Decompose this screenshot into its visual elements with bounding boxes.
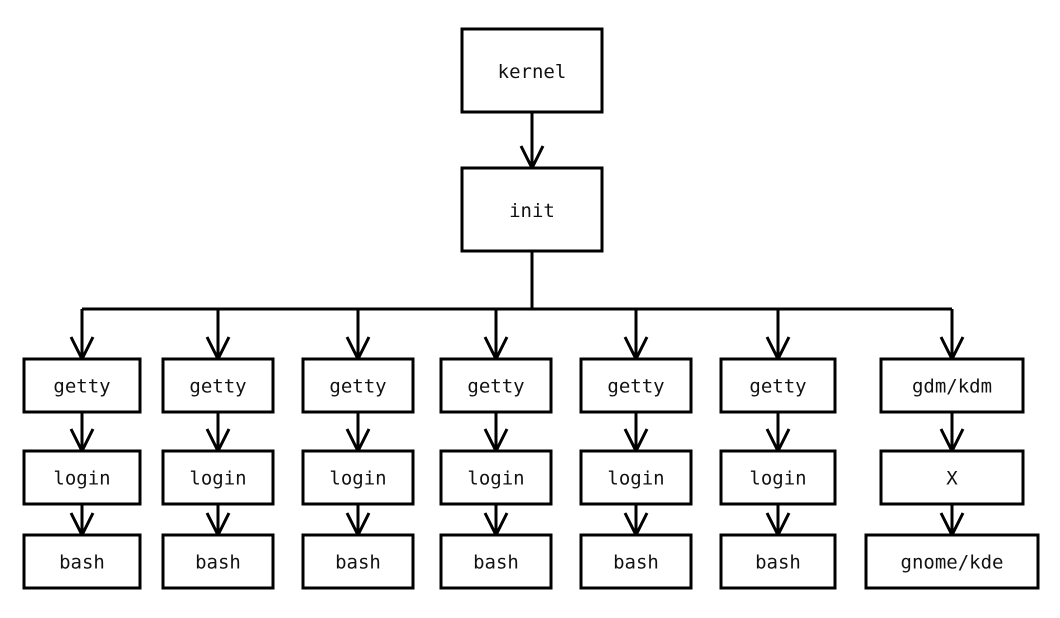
arrow-branch-1-1-to-2 xyxy=(69,412,95,455)
node-box xyxy=(301,533,415,590)
arrow-bus-to-branch-6 xyxy=(765,309,791,363)
node-branch-5-1: getty xyxy=(579,357,693,414)
node-box xyxy=(22,533,142,590)
node-branch-4-1: getty xyxy=(439,357,553,414)
node-label: login xyxy=(53,468,110,490)
node-init-label: init xyxy=(509,200,555,222)
arrow-branch-4-1-to-2 xyxy=(483,412,509,455)
node-branch-6-3: bash xyxy=(719,533,837,590)
node-box xyxy=(579,449,693,506)
node-branch-6-1: getty xyxy=(719,357,837,414)
arrow-branch-4-2-to-3 xyxy=(483,504,509,539)
node-kernel-box xyxy=(460,27,604,114)
arrow-kernel-to-init xyxy=(519,112,545,172)
node-box xyxy=(22,357,142,414)
node-box xyxy=(301,449,415,506)
node-label: getty xyxy=(189,376,246,398)
node-branch-5-2: login xyxy=(579,449,693,506)
node-box xyxy=(22,449,142,506)
node-branch-4-3: bash xyxy=(439,533,553,590)
node-box xyxy=(864,533,1040,590)
arrow-bus-to-branch-3 xyxy=(345,309,371,363)
node-branch-7-1: gdm/kdm xyxy=(879,357,1025,414)
arrow-branch-6-2-to-3 xyxy=(765,504,791,539)
node-box xyxy=(879,357,1025,414)
node-box xyxy=(161,533,275,590)
node-box xyxy=(579,533,693,590)
arrow-bus-to-branch-5 xyxy=(623,309,649,363)
node-label: gnome/kde xyxy=(901,552,1004,574)
node-branch-7-2: X xyxy=(879,449,1025,506)
node-label: login xyxy=(607,468,664,490)
node-label: login xyxy=(329,468,386,490)
node-branch-3-2: login xyxy=(301,449,415,506)
node-branch-1-1: getty xyxy=(22,357,142,414)
node-label: login xyxy=(749,468,806,490)
node-box xyxy=(719,449,837,506)
node-label: bash xyxy=(473,552,519,574)
node-box xyxy=(161,357,275,414)
arrow-bus-to-branch-4 xyxy=(483,309,509,363)
node-label: getty xyxy=(329,376,386,398)
arrow-branch-2-2-to-3 xyxy=(205,504,231,539)
node-box xyxy=(439,449,553,506)
node-branch-2-1: getty xyxy=(161,357,275,414)
arrow-bus-to-branch-2 xyxy=(205,309,231,363)
node-label: gdm/kdm xyxy=(912,376,992,398)
arrow-branch-7-2-to-3 xyxy=(939,504,965,539)
node-label: bash xyxy=(335,552,381,574)
node-branch-1-2: login xyxy=(22,449,142,506)
node-box xyxy=(719,357,837,414)
node-branch-1-3: bash xyxy=(22,533,142,590)
arrow-branch-5-2-to-3 xyxy=(623,504,649,539)
arrow-branch-1-2-to-3 xyxy=(69,504,95,539)
node-branch-4-2: login xyxy=(439,449,553,506)
arrow-bus-to-branch-7 xyxy=(939,309,965,363)
node-label: bash xyxy=(195,552,241,574)
node-box xyxy=(879,449,1025,506)
arrow-branch-5-1-to-2 xyxy=(623,412,649,455)
arrow-branch-6-1-to-2 xyxy=(765,412,791,455)
node-kernel: kernel xyxy=(460,27,604,114)
arrow-branch-3-2-to-3 xyxy=(345,504,371,539)
node-label: login xyxy=(189,468,246,490)
node-label: getty xyxy=(749,376,806,398)
node-branch-5-3: bash xyxy=(579,533,693,590)
node-box xyxy=(439,357,553,414)
node-init-box xyxy=(460,166,604,253)
node-label: getty xyxy=(607,376,664,398)
arrow-branch-2-1-to-2 xyxy=(205,412,231,455)
node-box xyxy=(719,533,837,590)
arrow-branch-3-1-to-2 xyxy=(345,412,371,455)
arrow-branch-7-1-to-2 xyxy=(939,412,965,455)
node-label: bash xyxy=(59,552,105,574)
node-label: X xyxy=(946,468,958,490)
node-label: getty xyxy=(467,376,524,398)
node-box xyxy=(439,533,553,590)
node-branch-3-3: bash xyxy=(301,533,415,590)
node-label: bash xyxy=(755,552,801,574)
node-label: login xyxy=(467,468,524,490)
node-label: getty xyxy=(53,376,110,398)
node-box xyxy=(161,449,275,506)
node-branch-6-2: login xyxy=(719,449,837,506)
node-box xyxy=(301,357,415,414)
node-label: bash xyxy=(613,552,659,574)
node-branch-7-3: gnome/kde xyxy=(864,533,1040,590)
node-branch-2-2: login xyxy=(161,449,275,506)
node-kernel-label: kernel xyxy=(498,61,567,83)
branches: getty login bash getty login bash getty login ba… xyxy=(22,357,1040,590)
node-branch-2-3: bash xyxy=(161,533,275,590)
node-init: init xyxy=(460,166,604,253)
node-box xyxy=(579,357,693,414)
arrow-bus-to-branch-1 xyxy=(69,309,95,363)
node-branch-3-1: getty xyxy=(301,357,415,414)
